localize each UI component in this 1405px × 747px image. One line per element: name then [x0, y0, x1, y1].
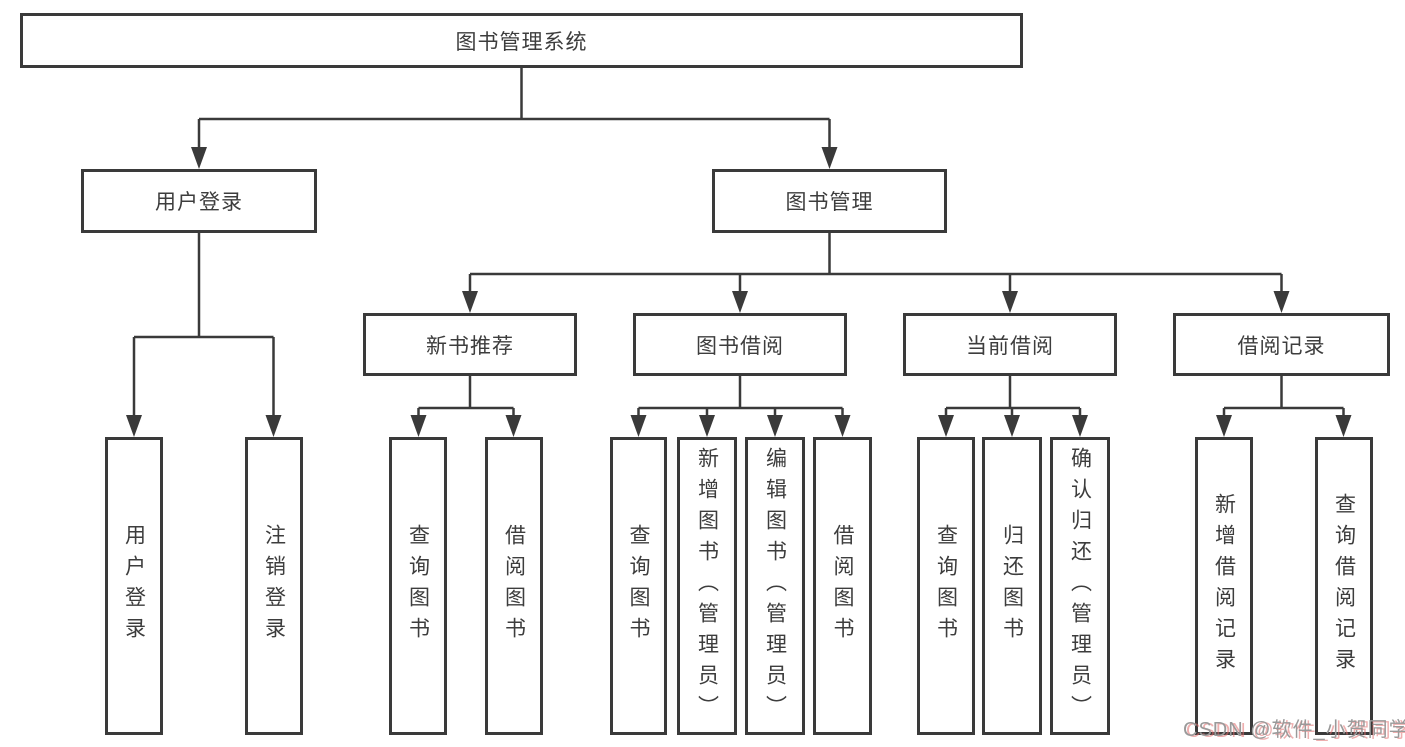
node-leaf-add-book-admin-label: 新增图书（管理员）	[695, 446, 719, 726]
node-leaf-borrow-books-label: 借阅图书	[831, 524, 854, 648]
node-leaf-query-books-current-label: 查询图书	[934, 524, 958, 648]
node-leaf-borrow-books-recommend-label: 借阅图书	[502, 524, 526, 648]
node-leaf-add-borrow-record: 新增借阅记录	[1195, 437, 1253, 735]
node-leaf-query-books-borrow-label: 查询图书	[627, 524, 650, 648]
node-leaf-return-books-label: 归还图书	[1000, 524, 1024, 648]
node-leaf-add-book-admin: 新增图书（管理员）	[677, 437, 737, 735]
node-borrowing-records: 借阅记录	[1173, 313, 1390, 376]
node-root-label: 图书管理系统	[455, 30, 588, 54]
node-new-book-recommend-label: 新书推荐	[426, 334, 514, 358]
node-leaf-logout: 注销登录	[245, 437, 303, 735]
node-current-borrowing: 当前借阅	[903, 313, 1117, 376]
node-leaf-query-borrow-record: 查询借阅记录	[1315, 437, 1373, 735]
node-leaf-borrow-books-recommend: 借阅图书	[485, 437, 543, 735]
node-new-book-recommend: 新书推荐	[363, 313, 577, 376]
node-leaf-edit-book-admin: 编辑图书（管理员）	[745, 437, 805, 735]
node-leaf-edit-book-admin-label: 编辑图书（管理员）	[763, 446, 787, 726]
node-leaf-add-borrow-record-label: 新增借阅记录	[1212, 493, 1236, 679]
node-book-borrowing: 图书借阅	[633, 313, 847, 376]
node-borrowing-records-label: 借阅记录	[1237, 334, 1326, 358]
node-leaf-query-books-borrow: 查询图书	[610, 437, 667, 735]
node-book-management: 图书管理	[712, 169, 947, 233]
node-book-borrowing-label: 图书借阅	[696, 334, 784, 358]
node-user-login-label: 用户登录	[155, 191, 243, 214]
node-user-login: 用户登录	[81, 169, 317, 233]
node-leaf-user-login: 用户登录	[105, 437, 163, 735]
node-leaf-confirm-return-admin: 确认归还（管理员）	[1050, 437, 1110, 735]
node-leaf-query-books-recommend-label: 查询图书	[406, 524, 430, 648]
node-root: 图书管理系统	[20, 13, 1023, 68]
node-leaf-query-books-recommend: 查询图书	[389, 437, 447, 735]
node-book-management-label: 图书管理	[785, 191, 874, 214]
node-leaf-query-books-current: 查询图书	[917, 437, 975, 735]
csdn-watermark: CSDN @软件_小贺同学	[1183, 719, 1405, 741]
node-leaf-user-login-label: 用户登录	[122, 524, 146, 648]
node-leaf-borrow-books: 借阅图书	[813, 437, 872, 735]
node-leaf-query-borrow-record-label: 查询借阅记录	[1332, 493, 1356, 679]
node-leaf-return-books: 归还图书	[982, 437, 1042, 735]
node-current-borrowing-label: 当前借阅	[966, 334, 1054, 358]
node-leaf-logout-label: 注销登录	[262, 524, 286, 648]
node-leaf-confirm-return-admin-label: 确认归还（管理员）	[1068, 446, 1092, 726]
